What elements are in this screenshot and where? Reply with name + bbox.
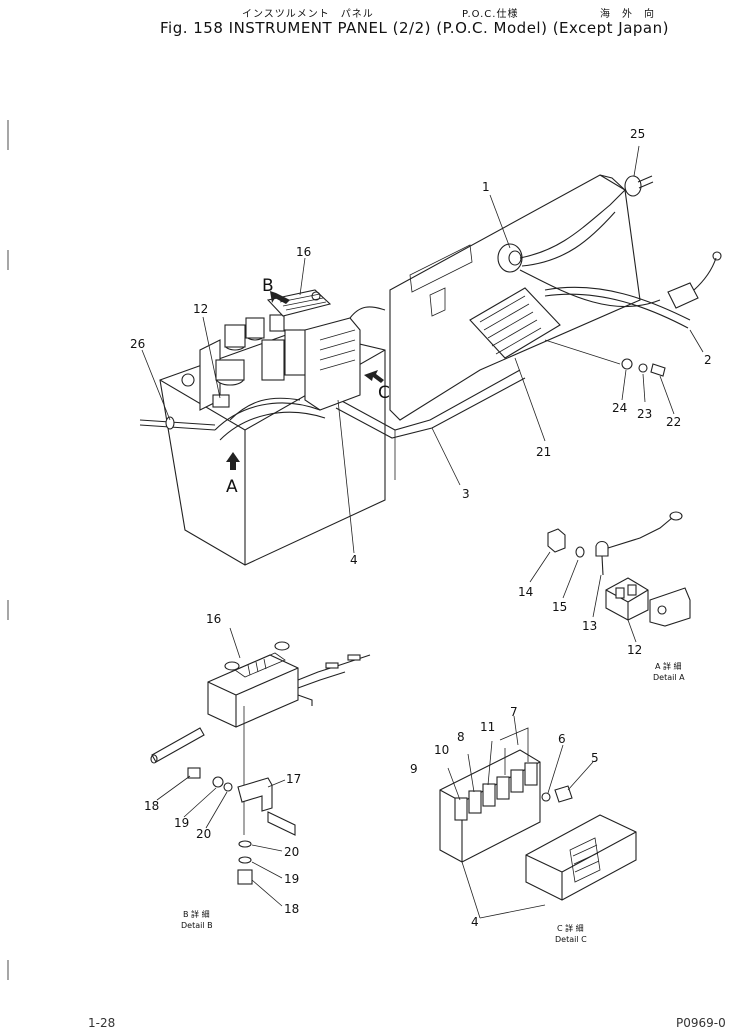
callout-25: 25 [630,127,645,141]
view-letter-c: C [378,383,390,403]
view-letter-a: A [226,477,238,497]
detail-c-view [439,715,637,919]
instrument-panel-main-view [139,145,722,566]
japanese-destination: 海 外 向 [600,9,655,20]
callout-1: 1 [482,180,490,194]
detail-c-callout-5: 5 [591,751,599,765]
callout-4: 4 [350,553,358,567]
page-number: 1-28 [88,1016,116,1030]
detail-a-view [529,511,691,643]
callout-3: 3 [462,487,470,501]
callout-26: 26 [130,337,145,351]
detail-b-callout-20b: 20 [284,845,299,859]
view-letter-b: B [262,276,274,296]
figure-code: P0969-0 [676,1016,726,1030]
detail-c-jp-label: C 詳 細 [557,923,584,933]
detail-b-callout-19b: 19 [284,872,299,886]
callout-22: 22 [666,415,681,429]
detail-b-callout-17: 17 [286,772,301,786]
detail-a-callout-14: 14 [518,585,533,599]
callout-24: 24 [612,401,627,415]
detail-c-en-label: Detail C [555,935,587,944]
detail-a-callout-12: 12 [627,643,642,657]
detail-a-en-label: Detail A [653,673,685,682]
callout-12: 12 [193,302,208,316]
detail-c-callout-10: 10 [434,743,449,757]
detail-c-callout-6: 6 [558,732,566,746]
callout-21: 21 [536,445,551,459]
detail-c-callout-8: 8 [457,730,465,744]
detail-c-callout-9: 9 [410,762,418,776]
japanese-title: インスツルメント パネル [242,9,374,20]
detail-b-en-label: Detail B [181,921,213,930]
poc-spec-label: P.O.C.仕様 [462,9,519,20]
detail-a-jp-label: A 詳 細 [655,661,682,671]
detail-a-callout-13: 13 [582,619,597,633]
detail-b-jp-label: B 詳 細 [183,909,210,919]
detail-b-callout-19: 19 [174,816,189,830]
detail-a-callout-15: 15 [552,600,567,614]
detail-b-callout-18: 18 [144,799,159,813]
detail-b-callout-18b: 18 [284,902,299,916]
detail-b-callout-16: 16 [206,612,221,626]
detail-c-callout-7: 7 [510,705,518,719]
detail-b-callout-20: 20 [196,827,211,841]
detail-c-callout-4: 4 [471,915,479,929]
detail-c-callout-11: 11 [480,720,495,734]
callout-23: 23 [637,407,652,421]
detail-b-view [150,627,371,907]
callout-16: 16 [296,245,311,259]
figure-title: Fig. 158 INSTRUMENT PANEL (2/2) (P.O.C. … [160,19,669,37]
callout-2: 2 [704,353,712,367]
